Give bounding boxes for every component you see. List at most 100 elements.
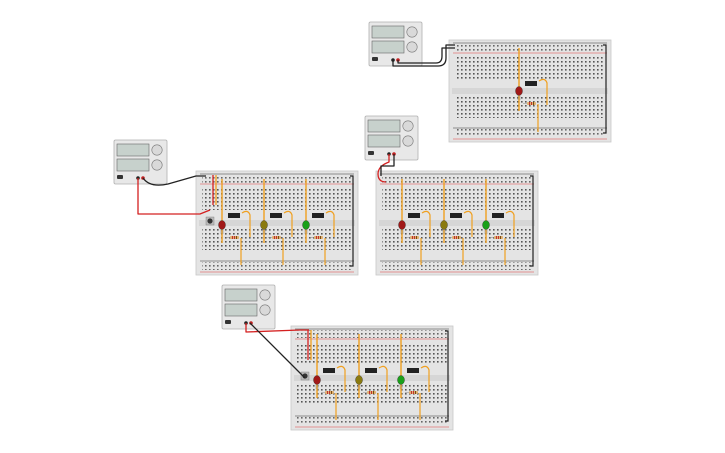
power-rail-top[interactable] (455, 44, 605, 52)
terminal-strip-upper[interactable] (382, 188, 532, 210)
power-rail-bottom[interactable] (297, 417, 447, 425)
resistor-band (529, 102, 530, 105)
bb-middle[interactable] (375, 170, 539, 276)
terminal-strip-upper[interactable] (455, 57, 605, 79)
display-current (224, 303, 258, 317)
transistor-chip[interactable] (525, 81, 537, 86)
jumper-loop[interactable] (538, 78, 548, 105)
current-knob[interactable] (151, 159, 163, 171)
transistor-chip[interactable] (492, 213, 504, 218)
jumper-loop[interactable] (463, 210, 473, 237)
power-rail-top[interactable] (202, 175, 352, 183)
jumper-loop[interactable] (283, 210, 293, 237)
voltage-knob[interactable] (151, 144, 163, 156)
voltage-knob[interactable] (402, 120, 414, 132)
power-switch[interactable] (372, 57, 378, 61)
psu-top-right[interactable] (368, 21, 423, 67)
rail-jumper-wire[interactable] (603, 44, 607, 134)
terminal-strip-lower[interactable] (455, 96, 605, 118)
led[interactable] (398, 220, 406, 230)
transistor-chip[interactable] (323, 368, 335, 373)
pushbutton-cap[interactable] (207, 218, 213, 224)
led[interactable] (218, 220, 226, 230)
led-stage-green[interactable] (302, 179, 335, 265)
wire-negative-left[interactable] (142, 175, 206, 186)
led-stage-red[interactable] (218, 179, 251, 265)
led[interactable] (302, 220, 310, 230)
resistor-band (454, 236, 455, 239)
rail-jumper-wire[interactable] (350, 175, 354, 267)
power-switch[interactable] (368, 151, 374, 155)
wire-positive-top-right[interactable] (397, 47, 455, 64)
wire-positive-middle[interactable] (377, 154, 390, 183)
transistor-chip[interactable] (270, 213, 282, 218)
wire-positive-left[interactable] (137, 178, 211, 215)
transistor-chip[interactable] (407, 368, 419, 373)
transistor-chip[interactable] (408, 213, 420, 218)
voltage-knob[interactable] (406, 26, 418, 38)
jumper-loop[interactable] (505, 210, 515, 237)
led-stage-red[interactable] (398, 179, 431, 265)
rail-jumper-wire[interactable] (445, 330, 449, 422)
rail-jumper-wire[interactable] (530, 175, 534, 267)
voltage-knob[interactable] (259, 289, 271, 301)
power-switch[interactable] (117, 175, 123, 179)
resistor-band (413, 391, 414, 394)
resistor-band (331, 391, 332, 394)
pushbutton[interactable] (205, 175, 217, 226)
pushbutton[interactable] (300, 330, 312, 381)
psu-middle[interactable] (364, 115, 419, 161)
display-voltage (224, 288, 258, 302)
bb-left[interactable] (195, 170, 359, 276)
wire-positive-bottom[interactable] (245, 323, 309, 333)
display-current (367, 134, 401, 148)
power-rail-top[interactable] (297, 330, 447, 338)
transistor-chip[interactable] (365, 368, 377, 373)
bb-bottom[interactable] (290, 325, 454, 431)
current-knob[interactable] (259, 304, 271, 316)
resistor-band (373, 391, 374, 394)
led-stage-yellow[interactable] (260, 179, 293, 265)
jumper-loop[interactable] (241, 210, 251, 237)
led[interactable] (313, 375, 321, 385)
wire-negative-middle[interactable] (380, 154, 395, 176)
led[interactable] (515, 86, 523, 96)
led[interactable] (482, 220, 490, 230)
led[interactable] (260, 220, 268, 230)
led[interactable] (397, 375, 405, 385)
wire-negative-top-right[interactable] (392, 44, 455, 67)
power-rail-bottom[interactable] (202, 262, 352, 270)
wire-negative-bottom[interactable] (249, 322, 306, 379)
terminal-strip-upper[interactable] (297, 343, 447, 365)
led-stage-red[interactable] (515, 48, 548, 132)
transistor-chip[interactable] (450, 213, 462, 218)
power-rail-bottom[interactable] (382, 262, 532, 270)
resistor-band (236, 236, 237, 239)
jumper-loop[interactable] (421, 210, 431, 237)
resistor-band (316, 236, 317, 239)
led-stage-yellow[interactable] (355, 334, 388, 420)
terminal-strip-upper[interactable] (202, 188, 352, 210)
resistor-band (415, 391, 416, 394)
led-stage-green[interactable] (397, 334, 430, 420)
led[interactable] (355, 375, 363, 385)
transistor-chip[interactable] (312, 213, 324, 218)
current-knob[interactable] (402, 135, 414, 147)
jumper-loop[interactable] (420, 365, 430, 392)
power-rail-bottom[interactable] (455, 129, 605, 137)
led[interactable] (440, 220, 448, 230)
psu-left[interactable] (113, 139, 168, 185)
bb-top-right[interactable] (448, 39, 612, 143)
transistor-chip[interactable] (228, 213, 240, 218)
power-switch[interactable] (225, 320, 231, 324)
current-knob[interactable] (406, 41, 418, 53)
led-stage-yellow[interactable] (440, 179, 473, 265)
power-rail-top[interactable] (382, 175, 532, 183)
jumper-loop[interactable] (336, 365, 346, 392)
led-stage-green[interactable] (482, 179, 515, 265)
jumper-loop[interactable] (378, 365, 388, 392)
psu-bottom[interactable] (221, 284, 276, 330)
jumper-loop[interactable] (325, 210, 335, 237)
led-stage-red[interactable] (313, 334, 346, 420)
